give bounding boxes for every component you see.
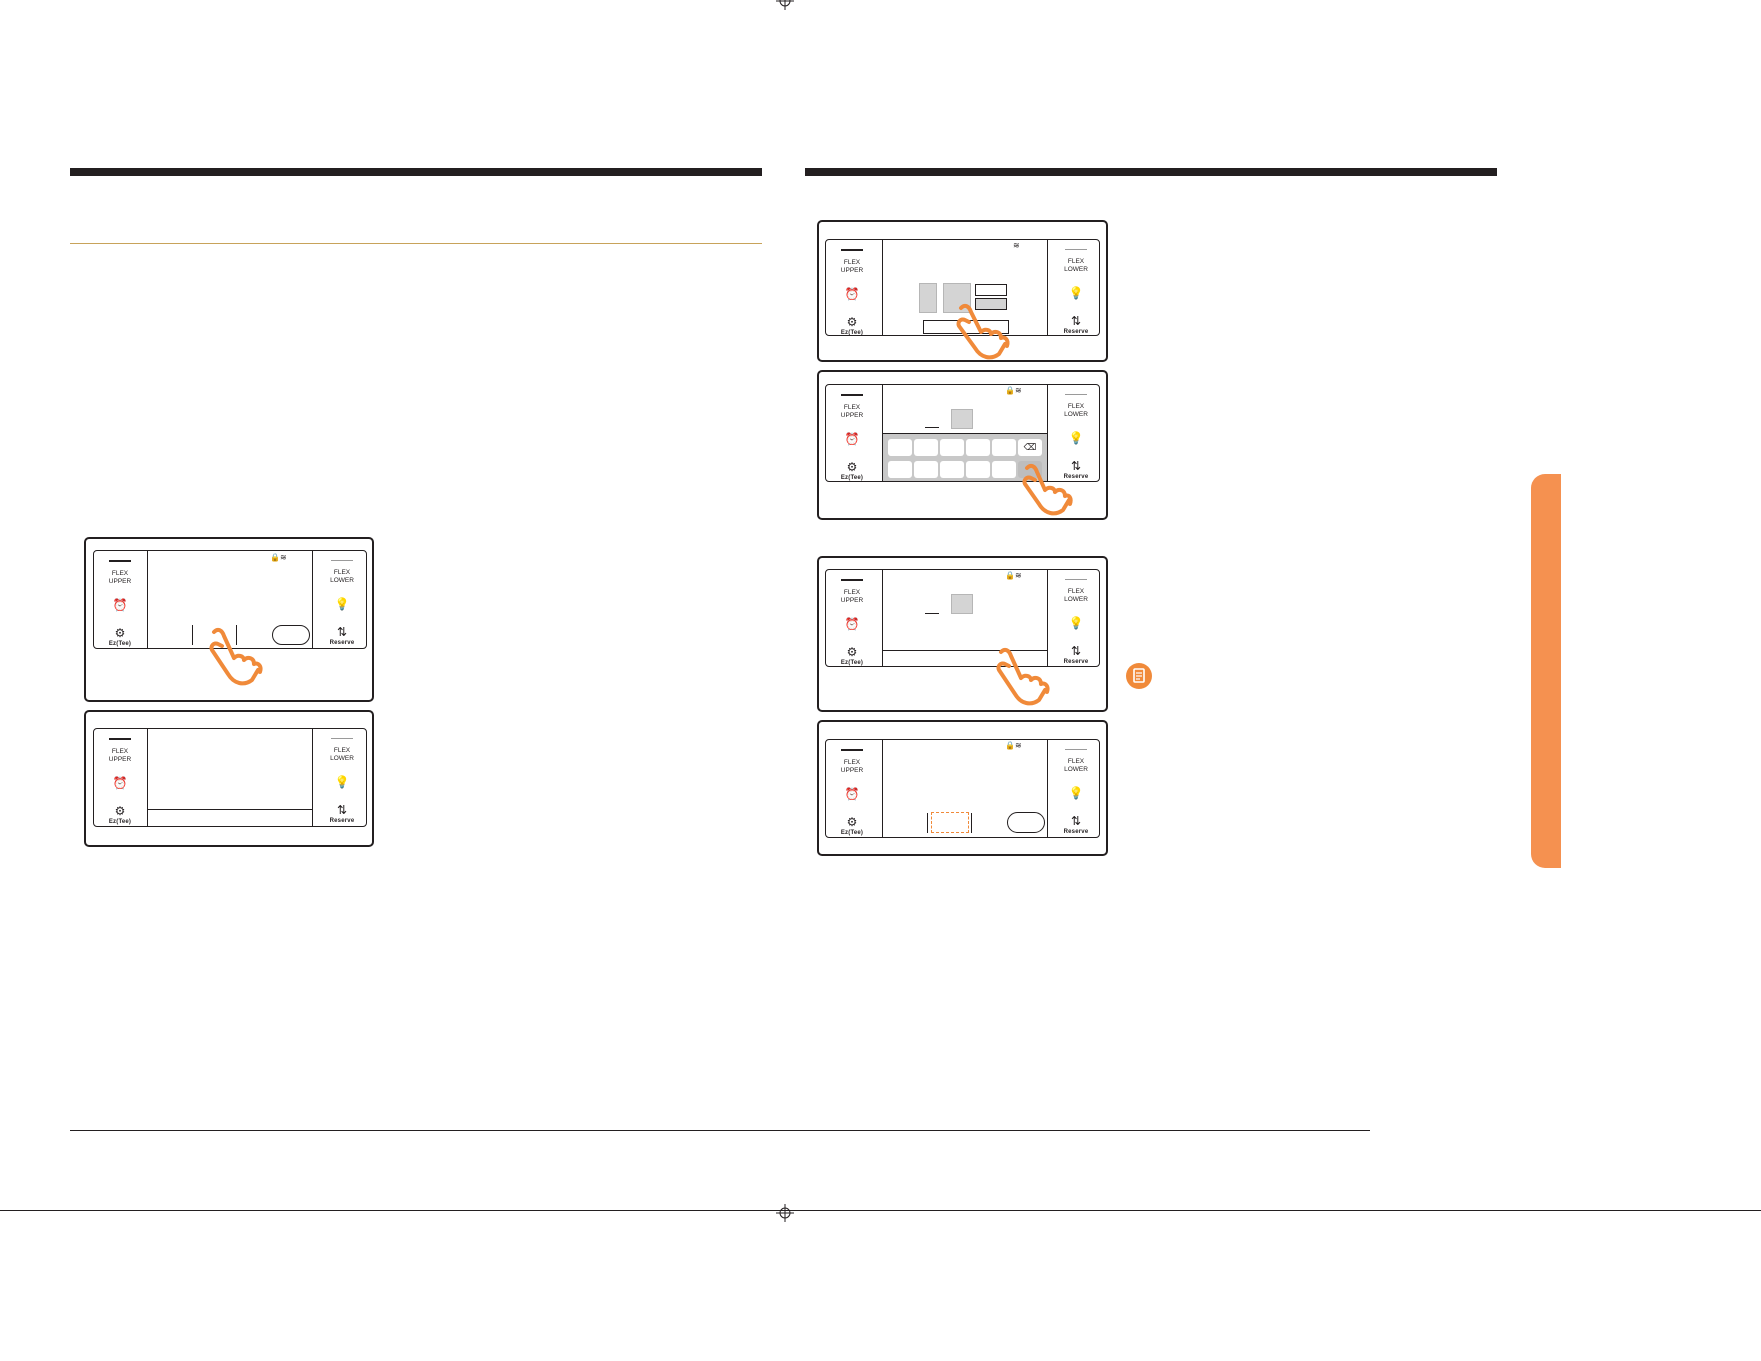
alarm-clock-icon[interactable]: ⏰ [844, 286, 860, 301]
wifi-icon: ≋ [1014, 386, 1022, 395]
flex-upper-label: FLEX UPPER [108, 569, 132, 585]
display-screen[interactable]: 🔒≋ [882, 569, 1048, 667]
registration-mark-bottom-icon [776, 1204, 794, 1222]
left-button-column: FLEX UPPER ⏰ ⚙ Ez(Tee) [832, 249, 872, 337]
keypad-key[interactable] [940, 439, 964, 456]
right-header-rule [805, 168, 1497, 176]
keypad-key[interactable] [940, 461, 964, 478]
display-pill-button[interactable] [272, 625, 310, 645]
reserve-label: Reserve [329, 640, 355, 646]
wifi-icon: ≋ [1014, 741, 1022, 750]
pointing-hand-icon [956, 303, 1010, 360]
reserve-door-icon[interactable]: ⇅ [336, 625, 348, 639]
light-bulb-icon[interactable]: 💡 [1068, 286, 1084, 300]
bottom-trim-rule [0, 1210, 1761, 1211]
wifi-icon: ≋ [1013, 241, 1020, 250]
left-button-column: FLEX UPPER ⏰ ⚙ Ez(Tee) [832, 749, 872, 837]
light-bulb-icon[interactable]: 💡 [334, 775, 350, 789]
keypad-key[interactable] [888, 439, 912, 456]
flex-lower-label: FLEX LOWER [330, 569, 354, 584]
reserve-door-icon[interactable]: ⇅ [1070, 314, 1082, 328]
control-panel: FLEX UPPER ⏰ ⚙ Ez(Tee) FLEX LOWER 💡 ⇅ Re… [93, 728, 367, 827]
control-panel: FLEX UPPER ⏰ ⚙ Ez(Tee) 🔒≋ FLEX LOWER 💡 ⇅… [825, 569, 1100, 667]
backspace-icon[interactable]: ⌫ [1018, 439, 1042, 456]
note-document-icon [1126, 663, 1152, 689]
pointing-hand-icon [996, 647, 1050, 706]
keypad-key[interactable] [966, 439, 990, 456]
left-button-column: FLEX UPPER ⏰ ⚙ Ez(Tee) [100, 738, 140, 826]
pointing-hand-icon [209, 627, 263, 686]
gear-icon[interactable]: ⚙ [846, 314, 858, 329]
gear-icon[interactable]: ⚙ [114, 625, 126, 640]
right-button-column: FLEX LOWER 💡 ⇅ Reserve [1054, 749, 1098, 836]
keypad-key[interactable] [966, 461, 990, 478]
gear-icon[interactable]: ⚙ [846, 814, 858, 829]
wifi-icon: ≋ [1014, 571, 1022, 580]
status-icons: 🔒≋ [1005, 741, 1022, 750]
wifi-icon: ≋ [279, 553, 287, 562]
keypad-key[interactable] [888, 461, 912, 478]
ez-label: Ez(Tee) [108, 640, 132, 647]
figure-r1: FLEX UPPER ⏰ ⚙ Ez(Tee) ≋ FLEX LOWER 💡 ⇅ … [817, 220, 1108, 362]
highlighted-field[interactable] [931, 812, 969, 833]
keypad-key[interactable] [992, 461, 1016, 478]
gear-icon[interactable]: ⚙ [114, 803, 126, 818]
figure-r3: FLEX UPPER ⏰ ⚙ Ez(Tee) 🔒≋ FLEX LOWER 💡 ⇅… [817, 556, 1108, 712]
status-icons: 🔒≋ [270, 553, 287, 562]
reserve-door-icon[interactable]: ⇅ [1070, 459, 1082, 473]
reserve-door-icon[interactable]: ⇅ [1070, 814, 1082, 828]
display-screen[interactable] [147, 728, 313, 827]
light-bulb-icon[interactable]: 💡 [334, 597, 350, 611]
right-button-column: FLEX LOWER 💡 ⇅ Reserve [320, 738, 364, 825]
left-button-column: FLEX UPPER ⏰ ⚙ Ez(Tee) [100, 560, 140, 648]
display-screen[interactable]: 🔒≋ [882, 739, 1048, 838]
right-button-column: FLEX LOWER 💡 ⇅ Reserve [1054, 249, 1098, 336]
figure-r4: FLEX UPPER ⏰ ⚙ Ez(Tee) 🔒≋ FLEX LOWER 💡 ⇅… [817, 720, 1108, 856]
registration-mark-top-icon [776, 0, 794, 10]
control-panel: FLEX UPPER ⏰ ⚙ Ez(Tee) 🔒≋ FLEX LOWER 💡 ⇅… [825, 739, 1100, 838]
keypad-key[interactable] [914, 461, 938, 478]
keypad-key[interactable] [992, 439, 1016, 456]
alarm-clock-icon[interactable]: ⏰ [844, 786, 860, 801]
keypad-key[interactable] [914, 439, 938, 456]
alarm-clock-icon[interactable]: ⏰ [844, 431, 860, 446]
control-panel: FLEX UPPER ⏰ ⚙ Ez(Tee) 🔒≋ ⌫ [825, 384, 1100, 482]
right-button-column: FLEX LOWER 💡 ⇅ Reserve [1054, 579, 1098, 666]
lock-icon: 🔒 [1005, 571, 1015, 580]
figure-l1: FLEX UPPER ⏰ ⚙ Ez(Tee) 🔒≋ FLEX LOWER 💡 ⇅… [84, 537, 374, 702]
reserve-door-icon[interactable]: ⇅ [336, 803, 348, 817]
section-side-tab [1531, 474, 1561, 868]
left-button-column: FLEX UPPER ⏰ ⚙ Ez(Tee) [832, 579, 872, 667]
display-pill-button[interactable] [1007, 812, 1045, 833]
light-bulb-icon[interactable]: 💡 [1068, 616, 1084, 630]
time-field-hours[interactable] [919, 283, 937, 313]
lock-icon: 🔒 [1005, 741, 1015, 750]
left-section-rule [70, 243, 762, 244]
footer-rule [70, 1130, 1370, 1131]
lock-icon: 🔒 [1005, 386, 1015, 395]
am-option[interactable] [975, 284, 1007, 296]
gear-icon[interactable]: ⚙ [846, 644, 858, 659]
light-bulb-icon[interactable]: 💡 [1068, 431, 1084, 445]
status-icons: 🔒≋ [1005, 386, 1022, 395]
display-screen[interactable]: 🔒≋ ⌫ [882, 384, 1048, 482]
pointing-hand-icon [1022, 463, 1073, 516]
figure-l2: FLEX UPPER ⏰ ⚙ Ez(Tee) FLEX LOWER 💡 ⇅ Re… [84, 710, 374, 847]
left-button-column: FLEX UPPER ⏰ ⚙ Ez(Tee) [832, 394, 872, 482]
gear-icon[interactable]: ⚙ [846, 459, 858, 474]
right-button-column: FLEX LOWER 💡 ⇅ Reserve [1054, 394, 1098, 481]
pm-option[interactable] [975, 298, 1007, 310]
status-icons: 🔒≋ [1005, 571, 1022, 580]
alarm-clock-icon[interactable]: ⏰ [112, 775, 128, 790]
figure-r2: FLEX UPPER ⏰ ⚙ Ez(Tee) 🔒≋ ⌫ [817, 370, 1108, 520]
lock-icon: 🔒 [270, 553, 280, 562]
alarm-clock-icon[interactable]: ⏰ [844, 616, 860, 631]
right-button-column: FLEX LOWER 💡 ⇅ Reserve [320, 560, 364, 647]
time-field-active[interactable] [951, 409, 973, 429]
alarm-clock-icon[interactable]: ⏰ [112, 597, 128, 612]
left-header-rule [70, 168, 762, 176]
time-field-active[interactable] [951, 594, 973, 614]
light-bulb-icon[interactable]: 💡 [1068, 786, 1084, 800]
reserve-door-icon[interactable]: ⇅ [1070, 644, 1082, 658]
